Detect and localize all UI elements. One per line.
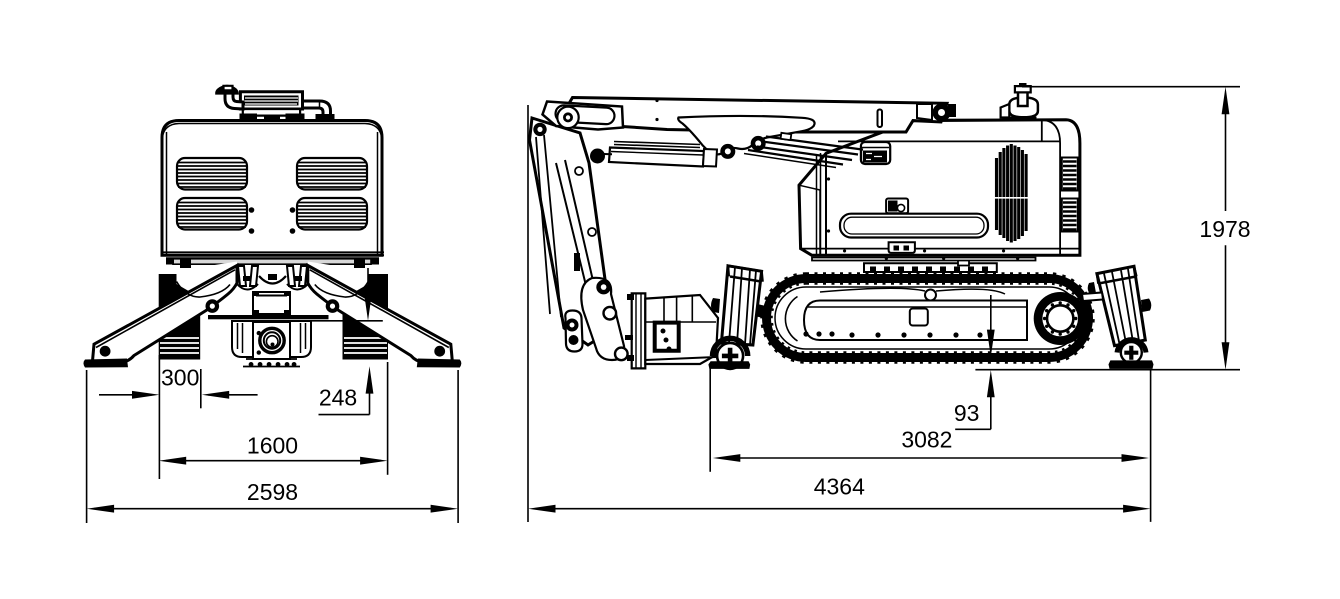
svg-text:248: 248 xyxy=(319,385,357,411)
svg-text:1600: 1600 xyxy=(247,433,298,459)
svg-text:3082: 3082 xyxy=(901,427,952,453)
svg-text:4364: 4364 xyxy=(814,474,865,500)
svg-text:2598: 2598 xyxy=(247,479,298,505)
svg-text:1978: 1978 xyxy=(1199,216,1250,242)
svg-text:93: 93 xyxy=(954,400,980,426)
svg-text:300: 300 xyxy=(161,365,199,391)
